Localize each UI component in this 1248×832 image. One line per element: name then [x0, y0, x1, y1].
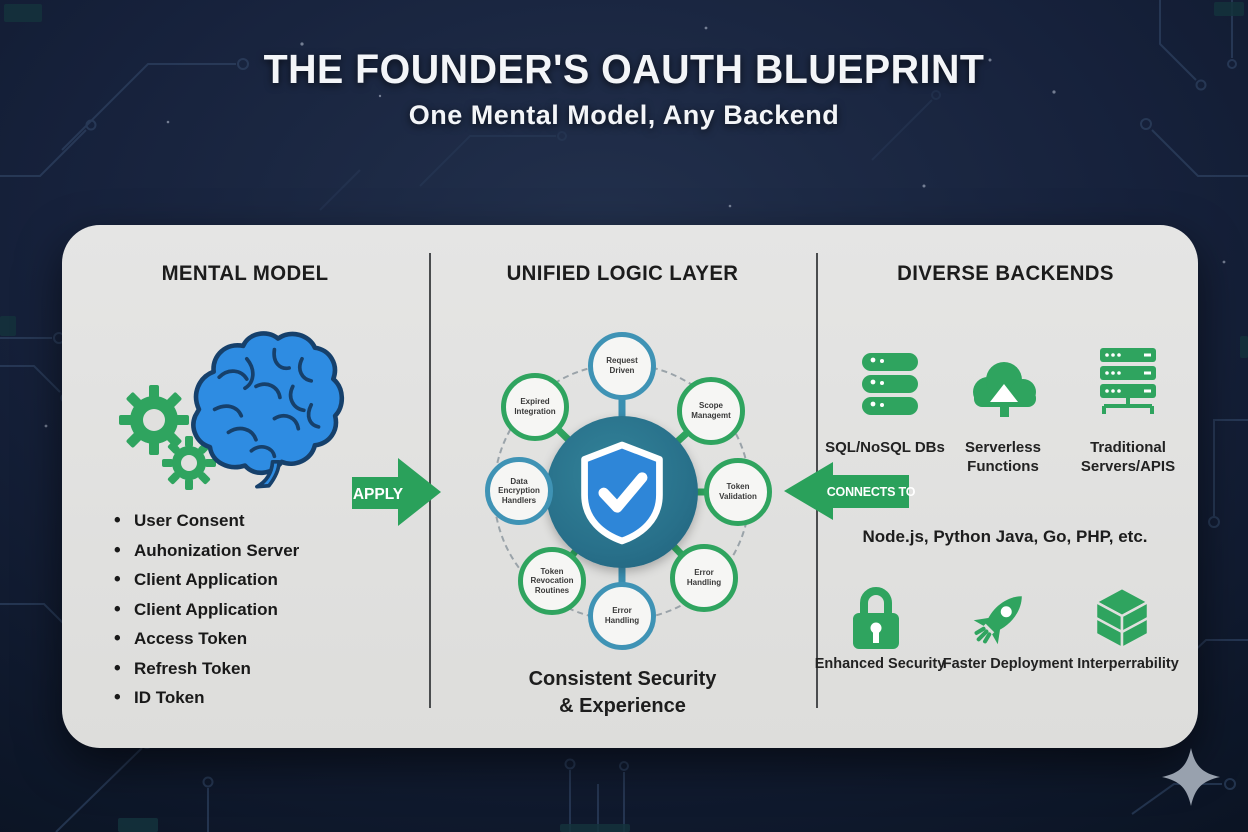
backend-label: Serverless Functions: [965, 439, 1041, 475]
oauth-concepts-list: User Consent Auhonization Server Client …: [112, 506, 402, 713]
list-item: User Consent: [112, 506, 402, 536]
page-title: THE FOUNDER'S OAUTH BLUEPRINT: [263, 46, 985, 92]
backend-label: SQL/NoSQL DBs: [825, 439, 945, 456]
security-hub: [546, 416, 698, 568]
logic-node: Request Driven: [588, 332, 656, 400]
logic-node: Expired Integration: [501, 373, 569, 441]
list-item: ID Token: [112, 683, 402, 713]
connects-to-arrow: CONNECTS TO: [784, 462, 915, 520]
shield-check-icon: [581, 441, 663, 545]
caption-line: Consistent Security: [528, 668, 717, 690]
benefit-label: Interperrability: [1077, 656, 1179, 672]
languages-text: Node.js, Python Java, Go, PHP, etc.: [862, 527, 1148, 546]
logic-node: Error Handling: [670, 544, 738, 612]
list-item: Refresh Token: [112, 654, 402, 684]
list-item: Auhonization Server: [112, 536, 402, 566]
apply-arrow: APPLY: [352, 458, 441, 526]
diverse-backends-heading: DIVERSE BACKENDS: [897, 262, 1114, 285]
caption-line: & Experience: [559, 695, 686, 717]
list-item: Client Application: [112, 565, 402, 595]
benefit-label: Faster Deployment: [942, 656, 1074, 672]
database-icon: [862, 353, 918, 415]
list-item: Access Token: [112, 624, 402, 654]
logic-node: Scope Managemt: [677, 377, 745, 445]
sparkle-icon: [1162, 748, 1220, 806]
lock-icon: [853, 587, 899, 649]
logic-caption: Consistent Security & Experience: [455, 666, 790, 720]
connects-to-arrow-label: CONNECTS TO: [827, 485, 915, 499]
unified-logic-heading: UNIFIED LOGIC LAYER: [506, 262, 739, 285]
apply-arrow-label: APPLY: [353, 486, 404, 503]
column-divider-left: [429, 253, 431, 708]
cloud-upload-icon: [973, 362, 1036, 417]
cube-icon: [1094, 586, 1150, 650]
brain-gears-icon: [119, 331, 345, 490]
server-rack-icon: [1100, 348, 1156, 414]
benefit-label: Enhanced Security: [814, 656, 946, 672]
list-item: Client Application: [112, 595, 402, 625]
logic-node: Error Handling: [588, 582, 656, 650]
logic-node: Token Validation: [704, 458, 772, 526]
mental-model-heading: MENTAL MODEL: [161, 262, 329, 285]
rocket-icon: [973, 596, 1022, 645]
page-subtitle: One Mental Model, Any Backend: [408, 100, 840, 130]
logic-node: Token Revocation Routines: [518, 547, 586, 615]
backend-label: Traditional Servers/APIS: [1080, 439, 1176, 475]
logic-node: Data Encryption Handlers: [485, 457, 553, 525]
